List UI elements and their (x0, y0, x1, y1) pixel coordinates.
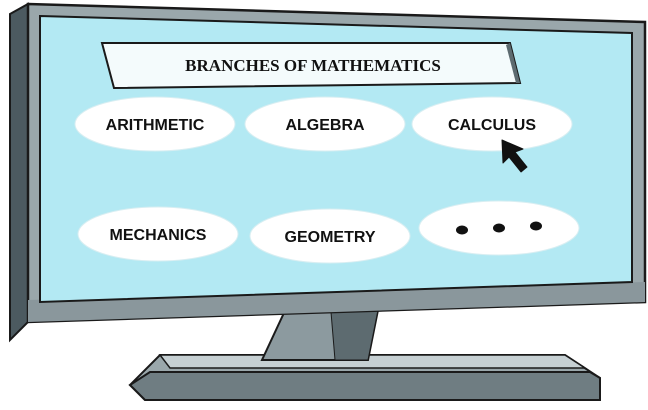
ellipsis-dots-icon (456, 221, 542, 235)
branch-label: ALGEBRA (285, 117, 365, 134)
title-banner: BRANCHES OF MATHEMATICS (100, 42, 522, 90)
branch-label: CALCULUS (448, 117, 536, 134)
page-title: BRANCHES OF MATHEMATICS (185, 56, 441, 75)
branch-label: MECHANICS (110, 227, 207, 244)
branch-label: ARITHMETIC (106, 117, 205, 134)
branch-calculus[interactable]: CALCULUS (411, 96, 573, 152)
branch-mechanics[interactable]: MECHANICS (77, 206, 239, 262)
branch-label: GEOMETRY (285, 229, 376, 246)
arrow-cursor-icon (501, 139, 528, 173)
branch-algebra[interactable]: ALGEBRA (244, 96, 406, 152)
branch-arithmetic[interactable]: ARITHMETIC (74, 96, 236, 152)
branch-more[interactable] (418, 200, 580, 256)
branch-geometry[interactable]: GEOMETRY (249, 208, 411, 264)
